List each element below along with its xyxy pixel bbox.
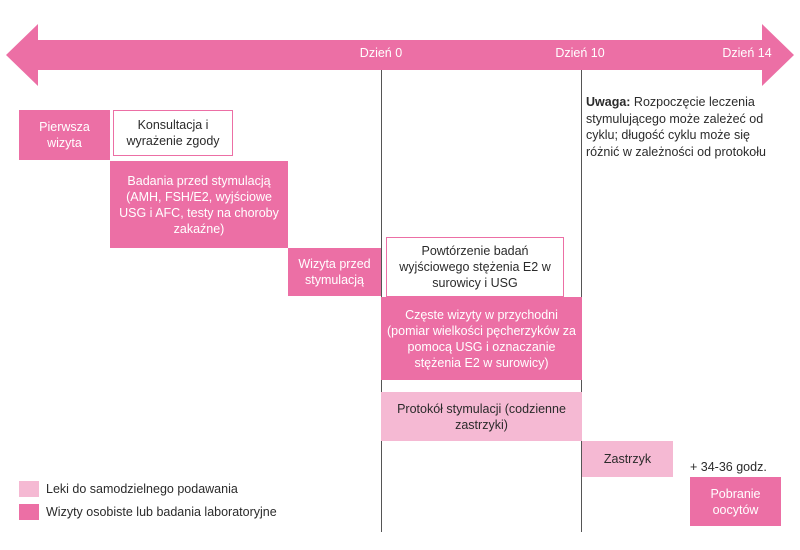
note-label: Uwaga: [586, 95, 631, 109]
legend-label-self-admin: Leki do samodzielnego podawania [46, 482, 238, 496]
day-label-0: Dzień 0 [359, 46, 403, 60]
timeline-arrow-shape [6, 24, 794, 86]
oocyte-retrieval-box: Pobranie oocytów [690, 477, 781, 526]
stimulation-protocol-box: Protokół stymulacji (codzienne zastrzyki… [381, 392, 582, 441]
consultation-box: Konsultacja i wyrażenie zgody [113, 110, 233, 156]
repeat-tests-box: Powtórzenie badań wyjściowego stężenia E… [386, 237, 564, 297]
legend-swatch-visits [19, 504, 39, 520]
consultation-label: Konsultacja i wyrażenie zgody [126, 118, 220, 148]
frequent-visits-box: Częste wizyty w przychodni (pomiar wielk… [381, 297, 582, 380]
day-label-10: Dzień 10 [555, 46, 605, 60]
legend-swatch-self-admin [19, 481, 39, 497]
timeline-arrow [6, 24, 794, 86]
repeat-tests-label: Powtórzenie badań wyjściowego stężenia E… [399, 244, 551, 290]
first-visit-box: Pierwsza wizyta [19, 110, 110, 160]
note-text: Rozpoczęcie leczenia stymulującego może … [586, 95, 766, 159]
first-visit-label: Pierwsza wizyta [39, 120, 90, 150]
day-label-14: Dzień 14 [722, 46, 772, 60]
legend-label-visits: Wizyty osobiste lub badania laboratoryjn… [46, 505, 277, 519]
pre-stimulation-tests-box: Badania przed stymulacją (AMH, FSH/E2, w… [110, 161, 288, 248]
trigger-injection-box: Zastrzyk [582, 441, 673, 477]
hours-label: + 34-36 godz. [690, 460, 767, 474]
trigger-injection-label: Zastrzyk [603, 452, 652, 466]
pre-stimulation-visit-box: Wizyta przed stymulacją [288, 248, 381, 296]
pre-stimulation-visit-label: Wizyta przed stymulacją [298, 257, 371, 287]
oocyte-retrieval-label: Pobranie oocytów [710, 486, 761, 517]
frequent-visits-label: Częste wizyty w przychodni (pomiar wielk… [387, 307, 576, 370]
pre-stimulation-tests-label: Badania przed stymulacją (AMH, FSH/E2, w… [119, 173, 279, 236]
note: Uwaga: Rozpoczęcie leczenia stymulująceg… [586, 94, 781, 160]
stimulation-protocol-label: Protokół stymulacji (codzienne zastrzyki… [397, 401, 566, 432]
